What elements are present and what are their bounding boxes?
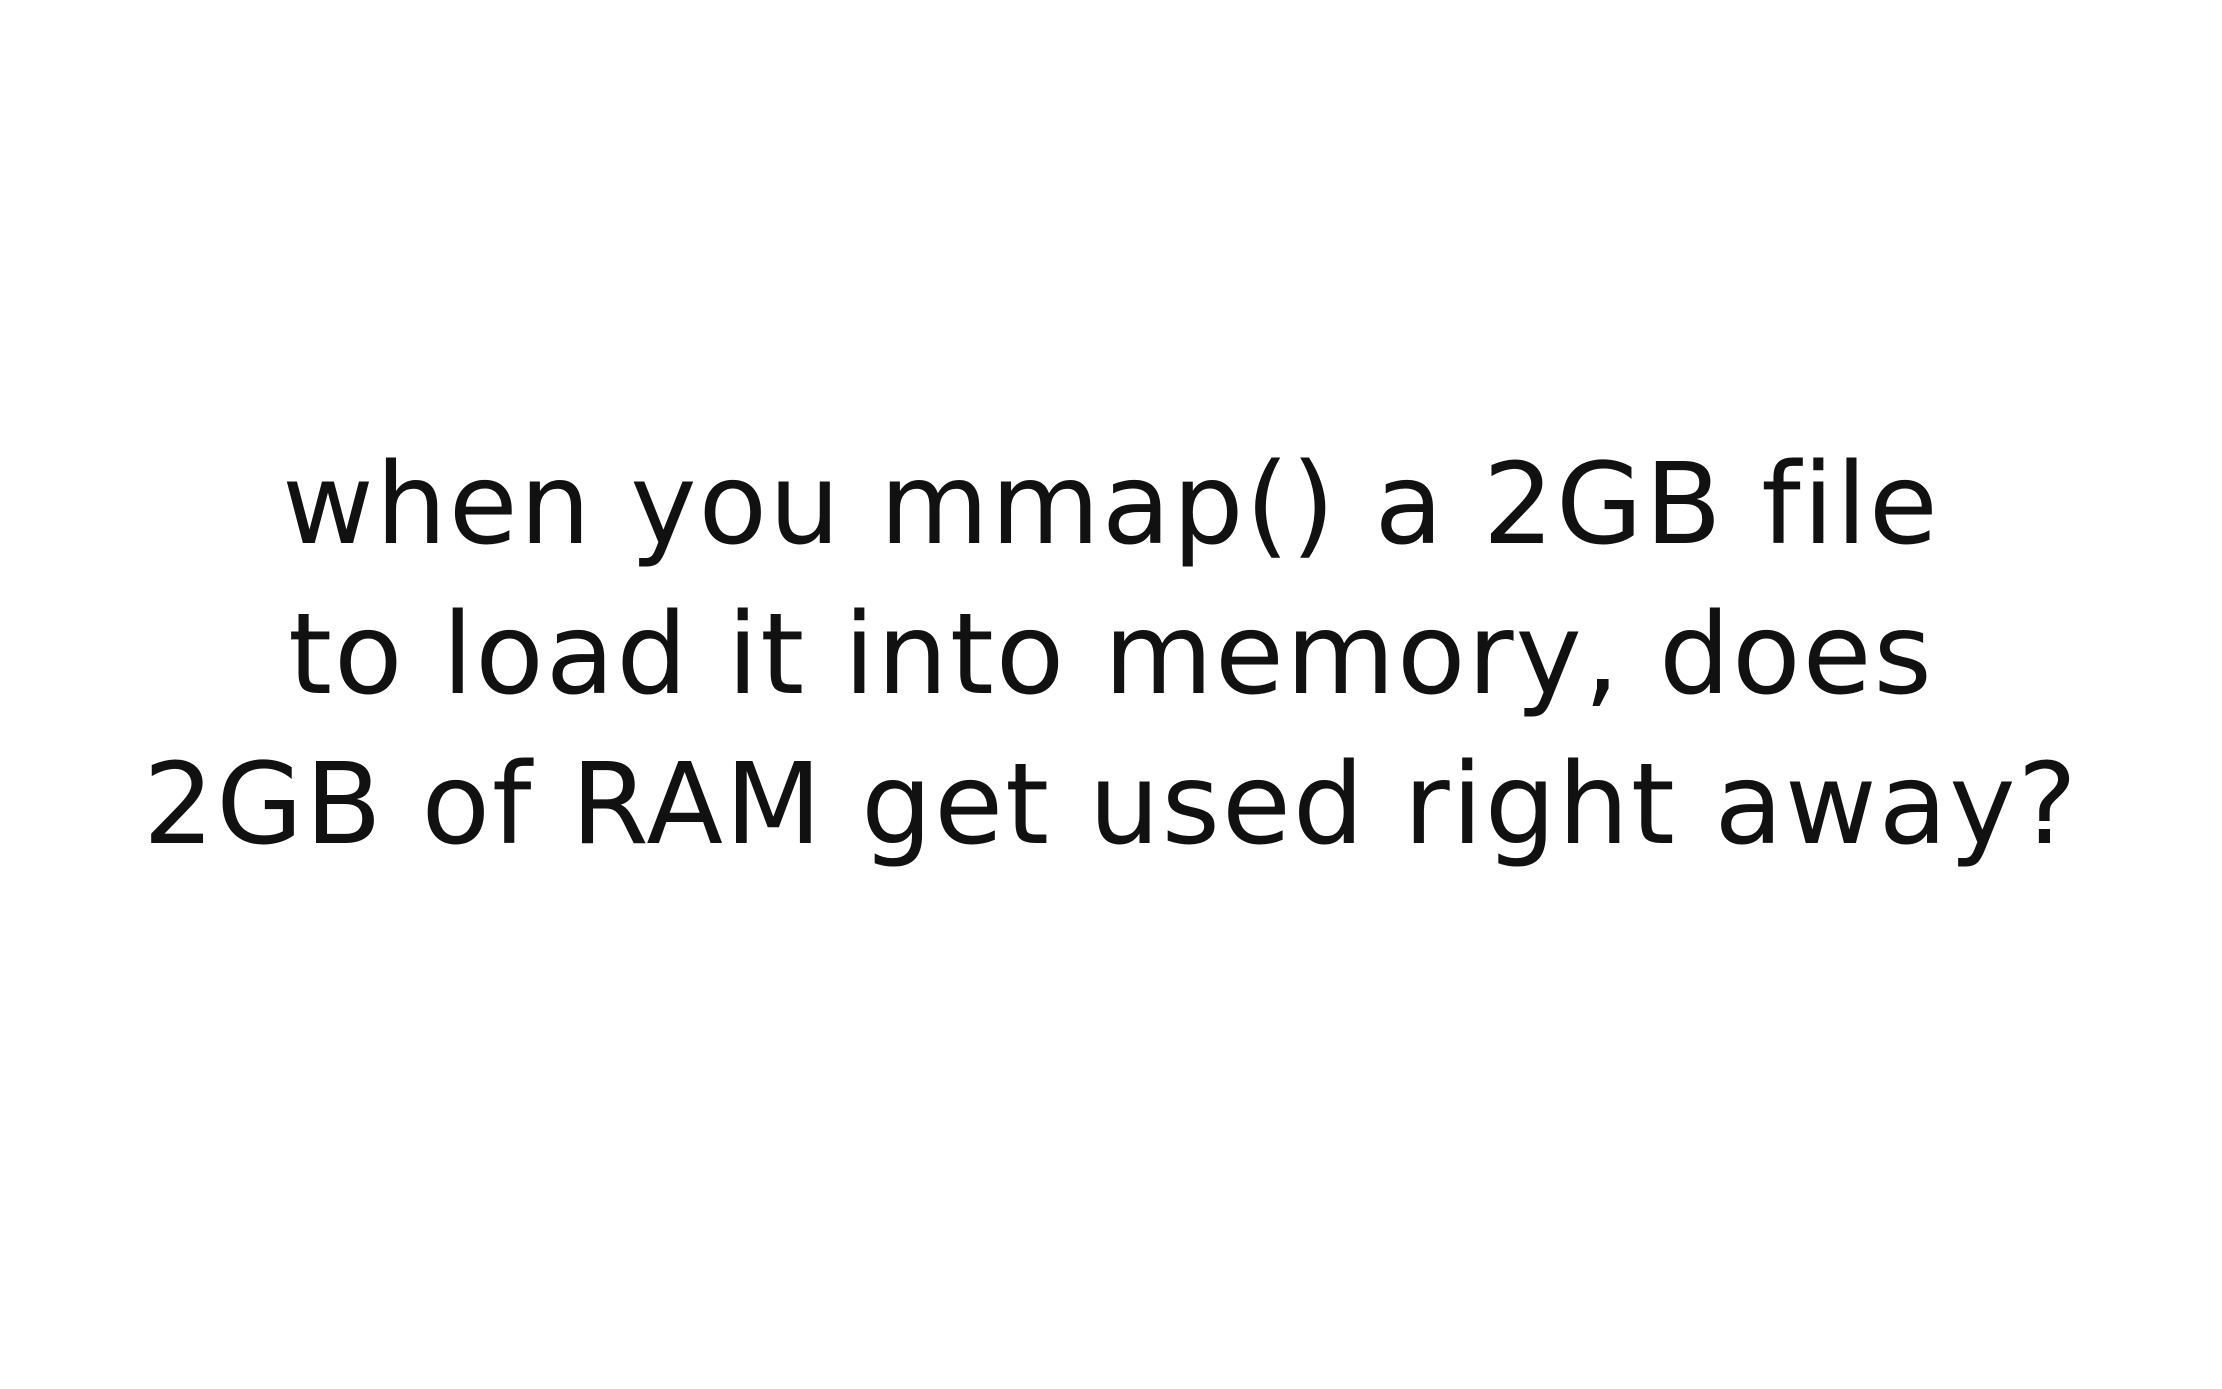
question-line-2: to load it into memory, does xyxy=(288,590,1934,720)
question-line-3: 2GB of RAM get used right away? xyxy=(143,740,2079,870)
question-line-1: when you mmap() a 2GB file xyxy=(282,440,1940,570)
question-text: when you mmap() a 2GB file to load it in… xyxy=(0,430,2222,880)
